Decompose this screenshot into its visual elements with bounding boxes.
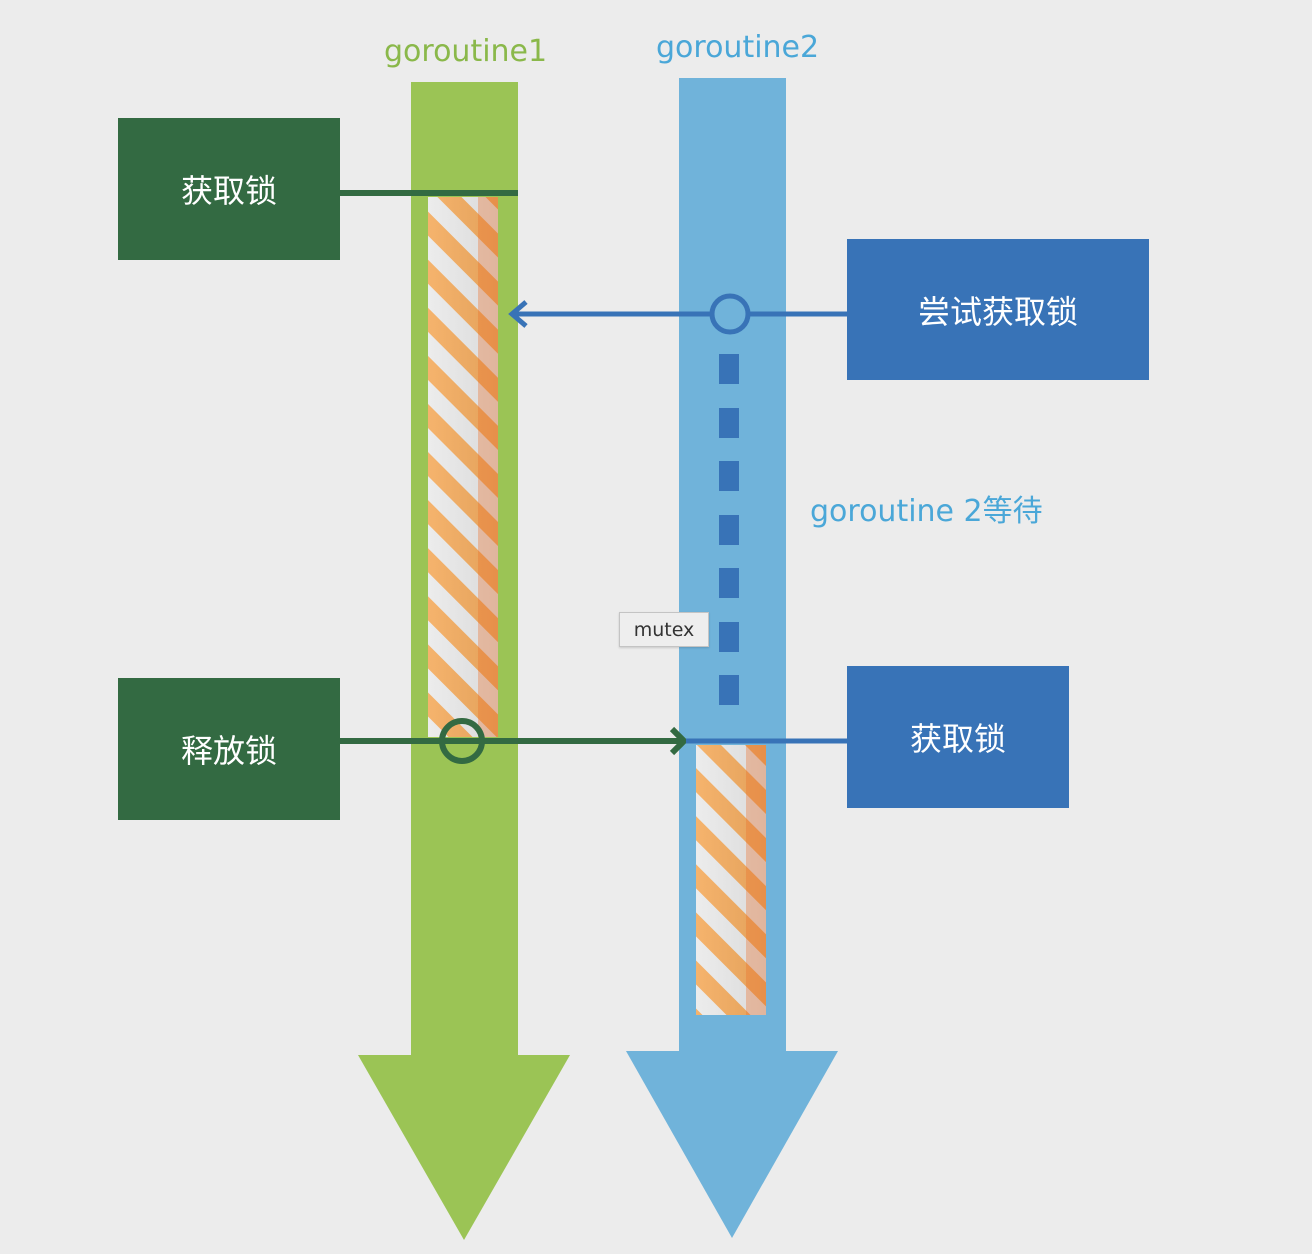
- goroutine2-wait-label: goroutine 2等待: [810, 494, 1043, 529]
- g2-try-acquire-lock-box: 尝试获取锁: [847, 239, 1149, 380]
- g1-release-lock-box: 释放锁: [118, 678, 340, 820]
- mutex-tooltip: mutex: [619, 612, 709, 647]
- goroutine1-critical-section: [428, 197, 498, 737]
- goroutine2-title: goroutine2: [656, 30, 820, 65]
- g1-release-point-icon: [439, 718, 485, 764]
- goroutine1-title: goroutine1: [384, 34, 548, 69]
- goroutine2-timeline-arrow: [626, 78, 838, 1238]
- goroutine2-critical-section: [696, 745, 766, 1015]
- g2-try-acquire-arrow: [508, 293, 848, 335]
- g2-try-point-icon: [709, 293, 751, 335]
- g1-acquire-lock-box: 获取锁: [118, 118, 340, 260]
- g2-waiting-dashed-line: [719, 354, 739, 705]
- g1-release-handoff-arrow: [340, 718, 689, 764]
- g2-acquire-lock-box: 获取锁: [847, 666, 1069, 808]
